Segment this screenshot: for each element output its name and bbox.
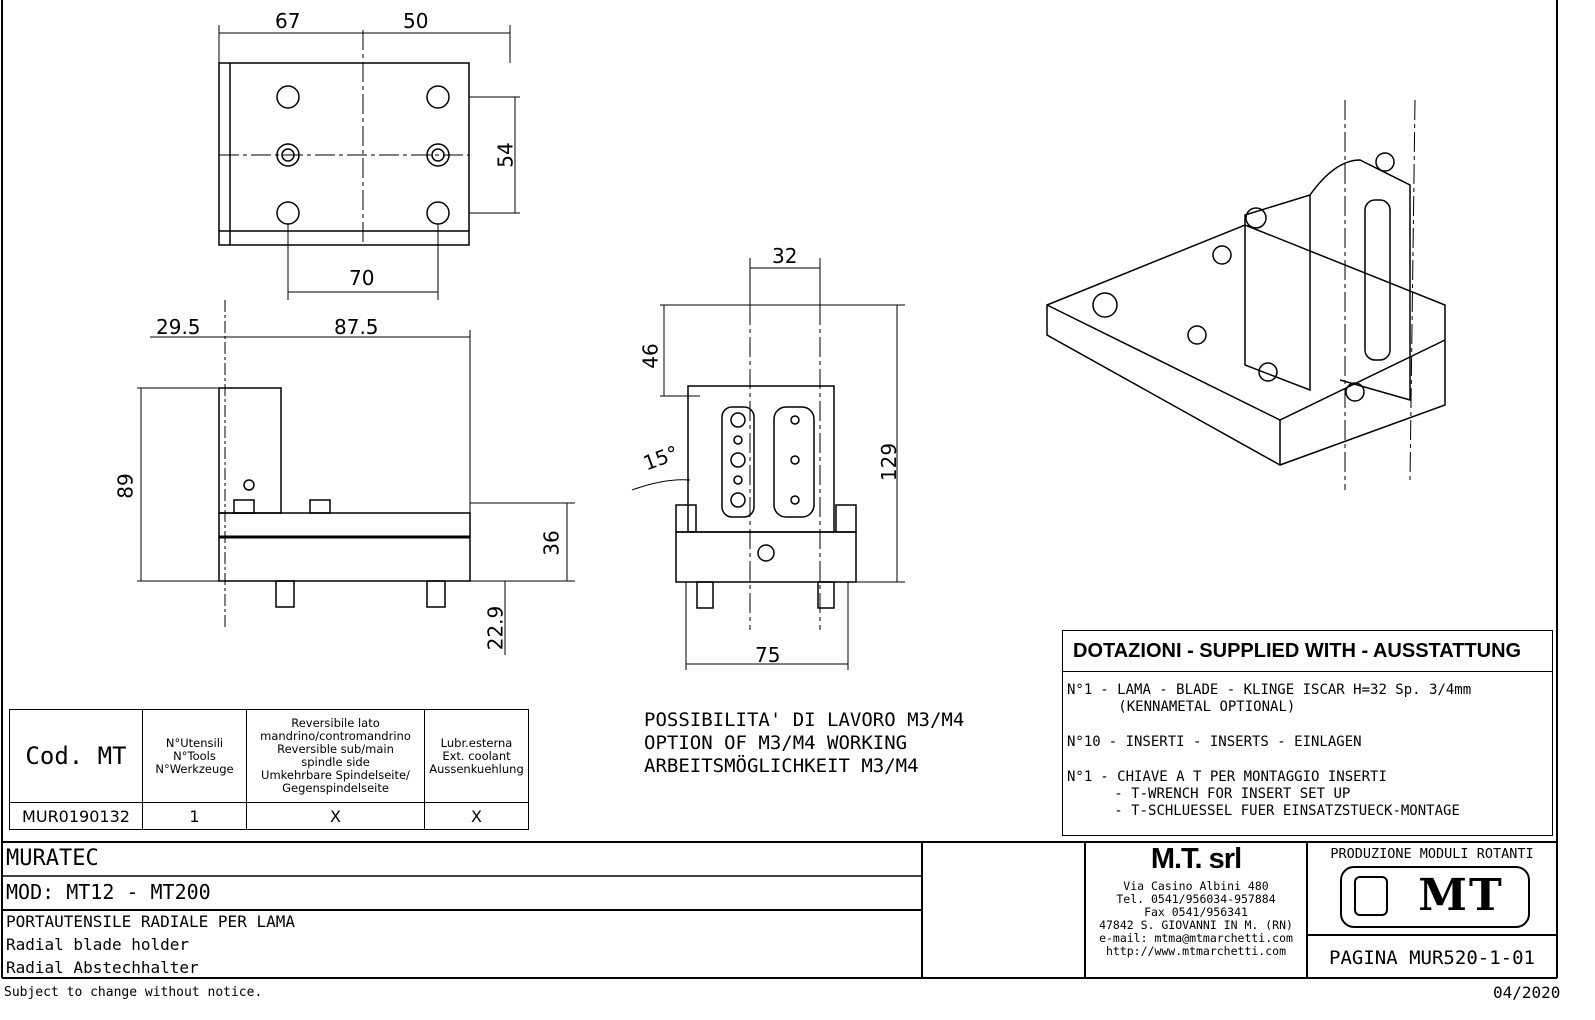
supplied-item: N°10 - INSERTI - INSERTS - EINLAGEN xyxy=(1067,734,1552,751)
address-fax: Fax 0541/956341 xyxy=(1144,905,1248,919)
address-line: Via Casino Albini 480 xyxy=(1123,879,1269,893)
supplied-qty: N°1 xyxy=(1067,769,1093,785)
logo-text: MT xyxy=(1418,870,1504,921)
supplied-item: N°1 - LAMA - BLADE - KLINGE ISCAR H=32 S… xyxy=(1067,682,1552,716)
cell-coolant: X xyxy=(424,802,529,830)
supplied-with-box: DOTAZIONI - SUPPLIED WITH - AUSSTATTUNG … xyxy=(1062,630,1553,836)
dim-36: 36 xyxy=(539,530,564,556)
supplied-line: - LAMA - BLADE - KLINGE ISCAR H=32 Sp. 3… xyxy=(1100,682,1472,698)
dim-75: 75 xyxy=(755,643,781,667)
dim-70: 70 xyxy=(349,266,375,290)
dim-129: 129 xyxy=(877,442,902,482)
company-name: M.T. srl xyxy=(1150,843,1242,875)
dim-29-5: 29.5 xyxy=(156,315,201,339)
dim-22-9: 22.9 xyxy=(483,605,508,651)
description-en: Radial blade holder xyxy=(6,935,190,954)
description-de: Radial Abstechhalter xyxy=(6,958,199,977)
cell-tools: 1 xyxy=(142,802,247,830)
footer-notice: Subject to change without notice. xyxy=(4,985,263,1000)
supplied-item: N°1 - CHIAVE A T PER MONTAGGIO INSERTI- … xyxy=(1067,769,1552,820)
footer-date: 04/2020 xyxy=(1493,983,1561,1002)
working-option-en: OPTION OF M3/M4 WORKING xyxy=(644,732,908,754)
header-tools: N°Utensili N°Tools N°Werkzeuge xyxy=(142,709,247,803)
spec-table: Cod. MT N°Utensili N°Tools N°Werkzeuge R… xyxy=(9,709,529,830)
dim-87-5: 87.5 xyxy=(334,315,379,339)
top-view xyxy=(218,25,520,300)
brand: MURATEC xyxy=(6,846,99,871)
dim-54: 54 xyxy=(493,142,518,168)
dim-89: 89 xyxy=(113,473,138,499)
description-it: PORTAUTENSILE RADIALE PER LAMA xyxy=(6,912,295,931)
model: MOD: MT12 - MT200 xyxy=(6,880,211,904)
dim-46: 46 xyxy=(638,343,663,369)
dim-32: 32 xyxy=(772,244,798,268)
front-view xyxy=(631,258,905,670)
supplied-line: (KENNAMETAL OPTIONAL) xyxy=(1118,699,1296,715)
supplied-qty: N°10 xyxy=(1067,734,1101,750)
supplied-line: - CHIAVE A T PER MONTAGGIO INSERTI xyxy=(1100,769,1387,785)
company-address: Via Casino Albini 480 Tel. 0541/956034-9… xyxy=(1085,880,1307,958)
mt-logo: MT xyxy=(1340,866,1530,928)
header-coolant: Lubr.esterna Ext. coolant Aussenkuehlung xyxy=(424,709,529,803)
working-option-de: ARBEITSMÖGLICHKEIT M3/M4 xyxy=(644,755,919,777)
supplied-line: - INSERTI - INSERTS - EINLAGEN xyxy=(1108,734,1362,750)
supplied-qty: N°1 xyxy=(1067,682,1093,698)
header-cod-mt: Cod. MT xyxy=(9,709,143,803)
title-block-lines xyxy=(2,841,1557,978)
side-view xyxy=(137,300,575,655)
working-option-text: POSSIBILITA' DI LAVORO M3/M4 OPTION OF M… xyxy=(644,709,964,778)
dim-67: 67 xyxy=(275,9,301,33)
address-website[interactable]: http://www.mtmarchetti.com xyxy=(1105,944,1286,958)
address-phone: Tel. 0541/956034-957884 xyxy=(1116,892,1276,906)
supplied-line: - T-WRENCH FOR INSERT SET UP xyxy=(1114,786,1351,802)
dim-50: 50 xyxy=(403,9,429,33)
supplied-title: DOTAZIONI - SUPPLIED WITH - AUSSTATTUNG xyxy=(1063,631,1552,672)
cell-code: MUR0190132 xyxy=(9,802,143,830)
header-reversible: Reversibile lato mandrino/contromandrino… xyxy=(246,709,425,803)
supplied-line: - T-SCHLUESSEL FUER EINSATZSTUECK-MONTAG… xyxy=(1114,803,1460,819)
isometric-view xyxy=(1046,99,1446,490)
address-email[interactable]: e-mail: mtma@mtmarchetti.com xyxy=(1099,931,1293,945)
cell-reversible: X xyxy=(246,802,425,830)
address-city: 47842 S. GIOVANNI IN M. (RN) xyxy=(1099,918,1293,932)
page-code: PAGINA MUR520-1-01 xyxy=(1329,947,1535,969)
working-option-it: POSSIBILITA' DI LAVORO M3/M4 xyxy=(644,709,965,731)
rotating-module-icon xyxy=(1354,876,1388,916)
production-label: PRODUZIONE MODULI ROTANTI xyxy=(1330,846,1534,862)
